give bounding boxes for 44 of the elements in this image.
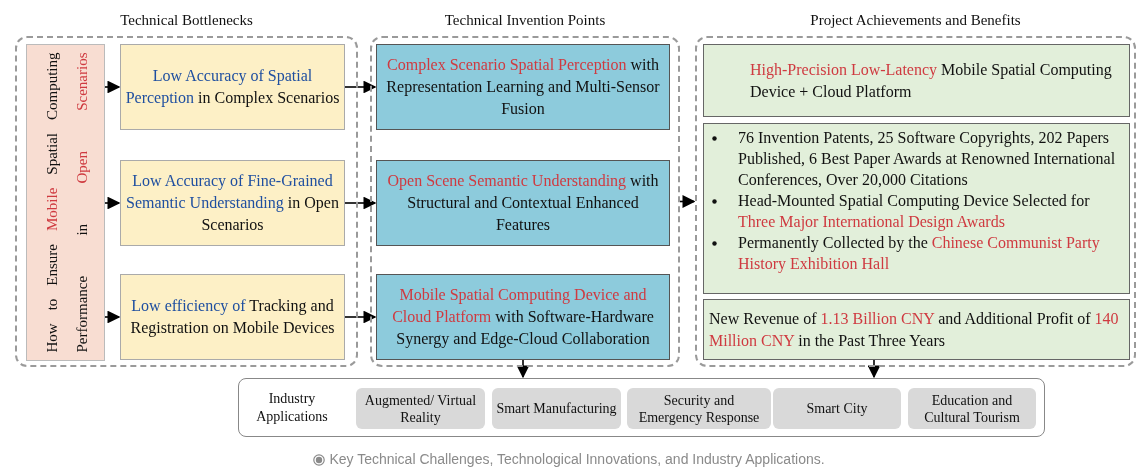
- application-box: [773, 388, 901, 429]
- bullet-text: 76 Invention Patents, 25 Software Copyrights, 202 Papers Published, 6 Best Paper Awards at Renowned International Conferences, Over 20,000 Citations: [738, 128, 1117, 190]
- bullet-text: Head-Mounted Spatial Computing Device Selected for Three Major International Design Awards: [738, 191, 1091, 232]
- arrow: [516, 359, 530, 379]
- caption-text: Key Technical Challenges, Technological Innovations, and Industry Applications.: [329, 450, 825, 469]
- arrow: [867, 359, 881, 379]
- application-box: [908, 388, 1036, 429]
- bullet-text: Permanently Collected by the Chinese Communist Party History Exhibition Hall: [738, 233, 1101, 274]
- application-text: Augmented/ Virtual Reality: [363, 391, 478, 426]
- bottleneck-box: [120, 274, 345, 360]
- application-box: [492, 388, 621, 429]
- achievement-box: [703, 123, 1130, 294]
- column-heading: Technical Invention Points: [444, 11, 606, 30]
- invention-box: [376, 160, 670, 246]
- column-heading: Project Achievements and Benefits: [810, 11, 1021, 30]
- invention-box: [376, 274, 670, 360]
- invention-text: Complex Scenario Spatial Perception with Representation Learning and Multi-Sensor Fusion: [385, 55, 661, 119]
- application-box: [356, 388, 485, 429]
- invention-box: [376, 44, 670, 130]
- industry-panel: [238, 378, 1045, 437]
- bottleneck-text: Low efficiency of Tracking and Registration on Mobile Devices: [129, 296, 336, 339]
- arrow: [104, 80, 121, 94]
- arrow: [104, 310, 121, 324]
- arrow: [104, 196, 121, 210]
- invention-text: Mobile Spatial Computing Device and Cloud Platform with Software-Hardware Synergy and Edge-Cloud Collaboration: [391, 285, 655, 350]
- question-box: [26, 44, 105, 361]
- column-heading: Technical Bottlenecks: [120, 11, 253, 30]
- application-text: Smart Manufacturing: [496, 400, 617, 417]
- achievement-text: High-Precision Low-Latency Mobile Spatial Computing Device + Cloud Platform: [750, 59, 1113, 102]
- application-text: Education and Cultural Tourism: [923, 391, 1021, 426]
- industry-label: Industry Applications: [255, 389, 329, 426]
- invention-text: Open Scene Semantic Understanding with Structural and Contextual Enhanced Features: [386, 171, 660, 235]
- bottleneck-text: Low Accuracy of Fine-Grained Semantic Understanding in Open Scenarios: [125, 171, 340, 235]
- achievement-box: [703, 299, 1130, 360]
- achievement-box: [703, 44, 1130, 117]
- bottleneck-box: [120, 44, 345, 130]
- application-text: Smart City: [806, 400, 868, 417]
- achievement-text: New Revenue of 1.13 Billion CNY and Additional Profit of 140 Million CNY in the Past Three Years: [709, 308, 1120, 351]
- application-box: [627, 388, 771, 429]
- arrow: [679, 195, 696, 208]
- application-text: Security and Emergency Response: [637, 391, 761, 426]
- bottleneck-box: [120, 160, 345, 246]
- bottleneck-text: Low Accuracy of Spatial Perception in Complex Scenarios: [125, 66, 340, 109]
- arrow: [344, 196, 377, 210]
